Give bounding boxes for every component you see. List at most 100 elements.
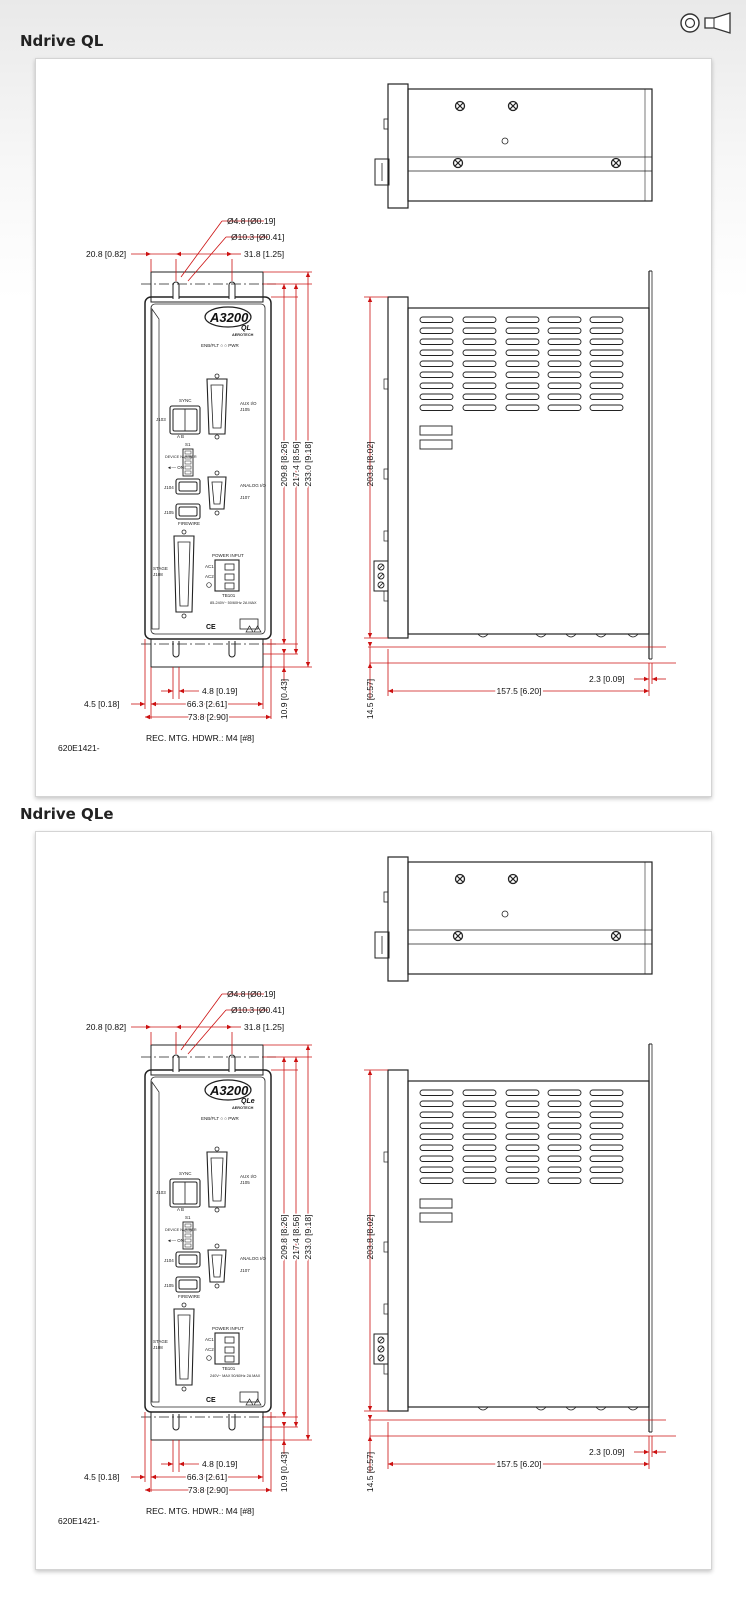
front-view-dimensions: Ø4.8 [Ø0.19]Ø10.3 [Ø0.41]20.8 [0.82]31.8…	[84, 216, 315, 724]
dimension-arrow	[258, 701, 263, 707]
side-view-terminal-block	[373, 1333, 389, 1365]
power-terminal	[224, 573, 235, 581]
vent-slot	[505, 1144, 540, 1151]
dim-label-hole-large: Ø10.3 [Ø0.41]	[231, 1005, 284, 1015]
warning-icon	[253, 1398, 262, 1406]
dip-switch-label: S1	[185, 1215, 191, 1220]
dimension-arrow	[305, 272, 311, 277]
dim-label-10-9: 10.9 [0.43]	[279, 679, 289, 719]
dim-label-20-8: 20.8 [0.82]	[86, 1022, 126, 1032]
vent-slot	[419, 1089, 454, 1096]
vent-slot	[505, 1100, 540, 1107]
drawing-panel-ndrive-qle: 203.8 [8.02]14.5 [0.57]2.3 [0.09]157.5 […	[35, 831, 712, 1570]
dimension-arrow	[227, 251, 232, 257]
logo-main-text: A3200	[209, 310, 249, 325]
j103-label: J103	[156, 417, 166, 422]
dimension-arrow	[305, 1045, 311, 1050]
dimension-arrow	[258, 1474, 263, 1480]
vent-slot	[462, 1122, 497, 1129]
dimension-arrow	[367, 642, 373, 647]
dip-switch	[182, 1221, 194, 1250]
vent-slot	[589, 1144, 624, 1151]
screw-icon	[452, 930, 464, 942]
aux-io-label: AUX I/O	[240, 1174, 257, 1179]
vent-slot	[462, 338, 497, 345]
on-label: ◄— ON	[167, 465, 184, 470]
firewire-connector-j104	[175, 1251, 201, 1268]
dimension-arrow	[305, 662, 311, 667]
side-view-foot	[535, 633, 547, 638]
vent-slot	[462, 1133, 497, 1140]
top-view	[374, 856, 653, 982]
leader-hole-small	[180, 993, 223, 1051]
side-view-label-1	[419, 425, 453, 436]
vent-slot	[589, 1100, 624, 1107]
aux-io-label: AUX I/O	[240, 401, 257, 406]
dimension-arrow	[367, 1415, 373, 1420]
side-view-vent-slots	[419, 1089, 624, 1184]
vent-slot	[419, 1133, 454, 1140]
view-projection-icons	[678, 10, 740, 38]
vent-slot	[419, 404, 454, 411]
serial-label-plate	[239, 1391, 259, 1403]
vent-slot	[462, 1177, 497, 1184]
side-view-foot	[535, 1406, 547, 1411]
vent-slot	[589, 360, 624, 367]
vent-slot	[547, 327, 582, 334]
dimension-arrow	[281, 1412, 287, 1417]
dimension-arrow	[281, 1057, 287, 1062]
screw-icon	[507, 100, 519, 112]
dimension-arrow	[146, 251, 151, 257]
dim-label-20-8: 20.8 [0.82]	[86, 249, 126, 259]
dip-switch-toggle	[184, 1223, 192, 1228]
vent-slot	[547, 1100, 582, 1107]
enable-power-leds-label: ENB/FLT ○ ○ PWR	[201, 1116, 240, 1121]
side-view-tab	[383, 1363, 389, 1375]
j107-label: J107	[240, 1268, 250, 1273]
top-view-hole	[501, 137, 509, 145]
dim-label-73-8: 73.8 [2.90]	[188, 712, 228, 722]
side-view-foot	[477, 633, 489, 638]
side-view-foot	[477, 1406, 489, 1411]
vent-slot	[462, 327, 497, 334]
dim-label-hole-small: Ø4.8 [Ø0.19]	[227, 216, 276, 226]
vent-slot	[462, 1155, 497, 1162]
vent-slot	[547, 1122, 582, 1129]
vent-slot	[505, 327, 540, 334]
dimension-arrow	[293, 649, 299, 654]
dimension-arrow	[293, 284, 299, 289]
dimension-arrow	[281, 639, 287, 644]
dimension-arrow	[281, 649, 287, 654]
vent-slot	[547, 316, 582, 323]
j105b-label: J105	[164, 510, 174, 515]
vent-slot	[547, 1111, 582, 1118]
vent-slot	[589, 1155, 624, 1162]
screw-icon	[454, 100, 466, 112]
screw-icon	[454, 873, 466, 885]
vent-slot	[505, 1177, 540, 1184]
vent-slot	[419, 1166, 454, 1173]
dim-label-73-8: 73.8 [2.90]	[188, 1485, 228, 1495]
j105-label: J105	[240, 407, 250, 412]
side-view-label-2	[419, 439, 453, 450]
ac2-label: AC2	[205, 574, 214, 579]
vent-slot	[505, 1111, 540, 1118]
dim-label-10-9: 10.9 [0.43]	[279, 1452, 289, 1492]
vent-slot	[589, 382, 624, 389]
dim-label-66-3: 66.3 [2.61]	[187, 1472, 227, 1482]
j107-label: J107	[240, 495, 250, 500]
vent-slot	[589, 349, 624, 356]
vent-slot	[505, 404, 540, 411]
ab-label: A B	[177, 434, 184, 439]
vent-slot	[419, 360, 454, 367]
device-number-label: DEVICE NUMBER	[165, 1228, 197, 1232]
vent-slot	[505, 316, 540, 323]
warning-icon	[245, 1398, 254, 1406]
vent-slot	[505, 393, 540, 400]
vent-slot	[505, 1122, 540, 1129]
dimension-arrow	[168, 688, 173, 694]
front-view-dimensions: Ø4.8 [Ø0.19]Ø10.3 [Ø0.41]20.8 [0.82]31.8…	[84, 989, 315, 1497]
vent-slot	[419, 1100, 454, 1107]
